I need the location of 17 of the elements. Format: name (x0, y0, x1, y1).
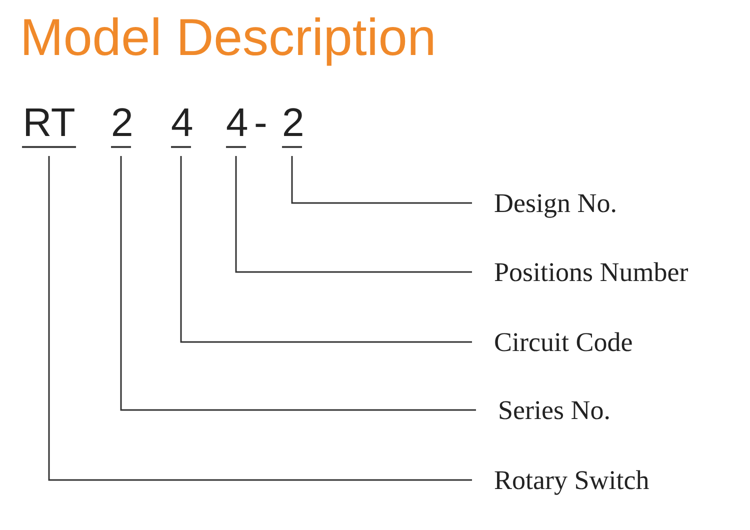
description-label: Series No. (476, 393, 610, 427)
code-segment: RT (22, 100, 76, 148)
leader-line (48, 156, 472, 481)
code-segment: 4 (171, 100, 191, 148)
code-segment: 2 (111, 100, 131, 148)
code-segment: 2 (282, 100, 302, 148)
title: Model Description (20, 8, 436, 69)
leader-line (180, 156, 472, 343)
separator-text: - (254, 100, 268, 146)
description-label: Design No. (472, 186, 617, 220)
description-label: Rotary Switch (472, 463, 650, 497)
description-label: Positions Number (472, 255, 688, 289)
description-label: Circuit Code (472, 325, 633, 359)
code-segment: 4 (226, 100, 246, 148)
leader-line (235, 156, 472, 273)
leader-line (291, 156, 472, 204)
leader-line (120, 156, 476, 411)
